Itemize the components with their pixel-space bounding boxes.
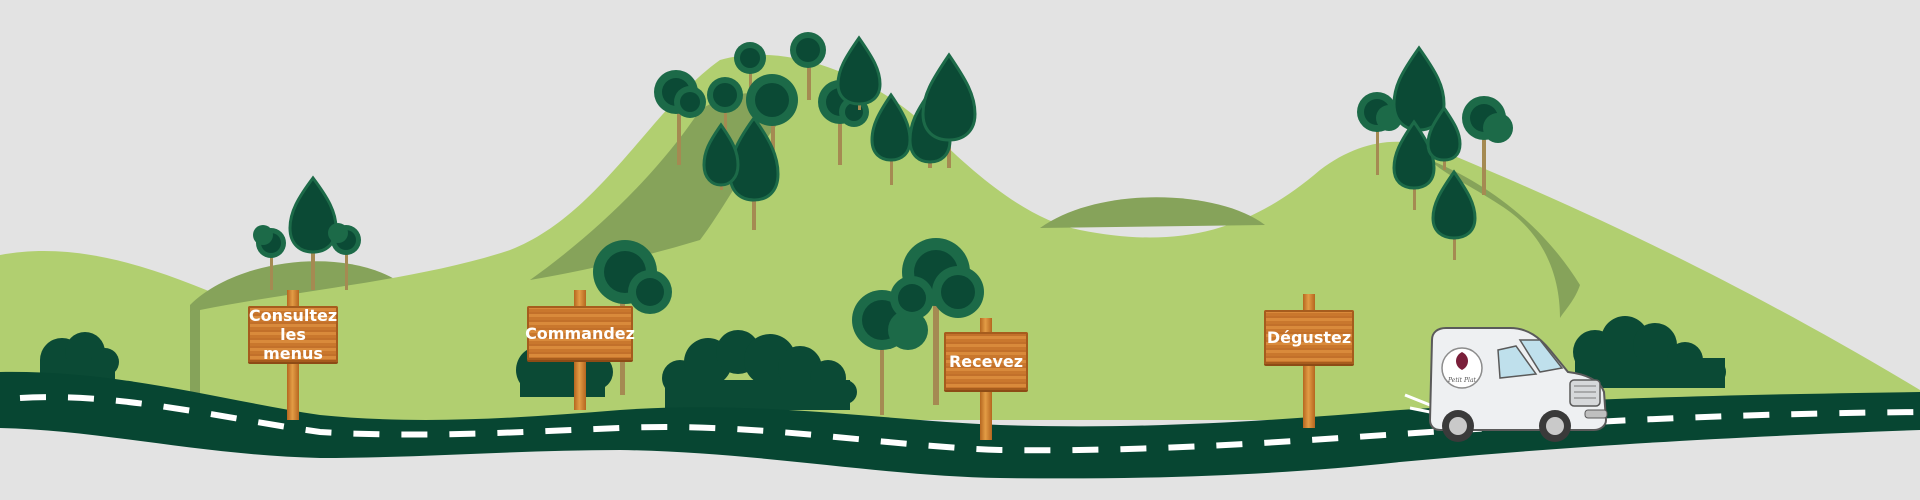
tree-icon <box>790 32 826 100</box>
step-2-label: Commandez <box>525 323 635 343</box>
signpost-degustez: Dégustez <box>1264 294 1354 428</box>
tree-icon <box>818 80 869 165</box>
tree-icon <box>288 175 338 290</box>
tree-icon <box>836 35 882 110</box>
tree-icon <box>908 52 977 168</box>
step-1-label: Consultez les menus <box>248 305 338 363</box>
tree-icon <box>707 77 743 150</box>
tree-icon <box>654 70 706 165</box>
signpost-recevez: Recevez <box>944 318 1028 440</box>
step-3-label: Recevez <box>948 351 1024 371</box>
step-3-label-board: Recevez <box>944 332 1028 390</box>
tree-icon <box>702 122 740 190</box>
tree-icon <box>746 74 798 170</box>
bush-icon <box>662 330 857 410</box>
tree-icon <box>1462 96 1513 195</box>
step-1-label-board: Consultez les menus <box>248 305 338 363</box>
van-logo-text: Petit Plat <box>1447 377 1477 384</box>
tree-icon <box>1431 169 1477 260</box>
signpost-consultez: Consultez les menus <box>248 290 338 420</box>
tree-icon <box>253 225 286 290</box>
tree-icon <box>734 42 766 100</box>
step-2-label-board: Commandez <box>525 306 635 360</box>
tree-icon <box>890 238 984 405</box>
step-4-label-board: Dégustez <box>1264 310 1354 364</box>
tree-icon <box>870 92 912 185</box>
signpost-commandez: Commandez <box>525 290 635 410</box>
tree-icon <box>1426 105 1462 170</box>
step-4-label: Dégustez <box>1266 327 1352 347</box>
tree-icon <box>328 223 361 290</box>
